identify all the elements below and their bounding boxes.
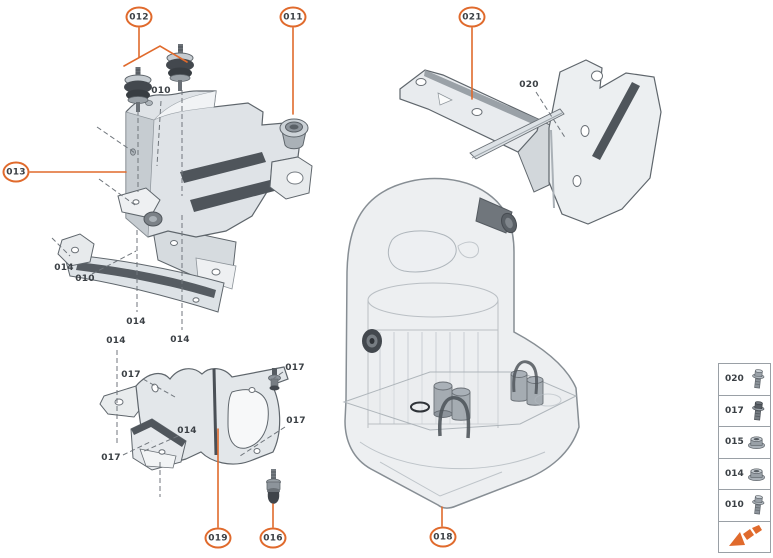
bolt-icon (752, 369, 765, 389)
pump-018-part[interactable] (342, 177, 580, 509)
nut-icon (748, 468, 765, 481)
bracket-021-part[interactable] (399, 59, 662, 225)
legend-row-020[interactable]: 020 (719, 364, 770, 396)
callout-018[interactable]: 018 (429, 526, 457, 548)
callout-leader-lines (29, 27, 473, 528)
next-page-arrow-icon (728, 524, 762, 546)
legend-part-number: 017 (725, 405, 744, 416)
part-label-014[interactable]: 014 (177, 426, 197, 436)
part-label-014[interactable]: 014 (126, 317, 146, 327)
bolt-dark-icon (752, 401, 765, 421)
callout-016[interactable]: 016 (259, 527, 287, 549)
part-label-010[interactable]: 010 (151, 86, 171, 96)
pin-020-part[interactable] (469, 108, 565, 160)
legend-row-017[interactable]: 017 (719, 395, 770, 427)
bolt-icon (752, 495, 765, 515)
legend-row-014[interactable]: 014 (719, 458, 770, 490)
part-label-014[interactable]: 014 (54, 263, 74, 273)
legend-part-number: 020 (725, 374, 744, 385)
callout-012[interactable]: 012 (125, 6, 153, 28)
bracket-013-part[interactable] (57, 90, 313, 313)
part-label-014[interactable]: 014 (170, 335, 190, 345)
parts-legend: 020 017 015 014 010 (718, 363, 771, 553)
bracket-019-part[interactable] (99, 366, 289, 471)
stud-016-part[interactable] (266, 469, 281, 504)
legend-row-015[interactable]: 015 (719, 427, 770, 459)
dashed-leader-lines (51, 90, 567, 497)
legend-part-number: 014 (725, 468, 744, 479)
legend-row-arrow[interactable] (719, 521, 770, 552)
callout-013[interactable]: 013 (2, 161, 30, 183)
part-label-017[interactable]: 017 (285, 363, 305, 373)
part-label-017[interactable]: 017 (101, 453, 121, 463)
part-label-020[interactable]: 020 (519, 80, 539, 90)
callout-011[interactable]: 011 (279, 6, 307, 28)
callout-019[interactable]: 019 (204, 527, 232, 549)
legend-row-010[interactable]: 010 (719, 490, 770, 522)
nut-icon (748, 436, 765, 450)
part-label-010[interactable]: 010 (75, 274, 95, 284)
legend-part-number: 010 (725, 500, 744, 511)
rubber-mount-012-left-part[interactable] (124, 67, 152, 112)
part-label-017[interactable]: 017 (121, 370, 141, 380)
part-label-017[interactable]: 017 (286, 416, 306, 426)
rubber-mount-012-right-part[interactable] (166, 44, 194, 91)
cap-nut-011-part[interactable] (279, 118, 309, 150)
part-label-014[interactable]: 014 (106, 336, 126, 346)
legend-part-number: 015 (725, 437, 744, 448)
callout-021[interactable]: 021 (458, 6, 486, 28)
